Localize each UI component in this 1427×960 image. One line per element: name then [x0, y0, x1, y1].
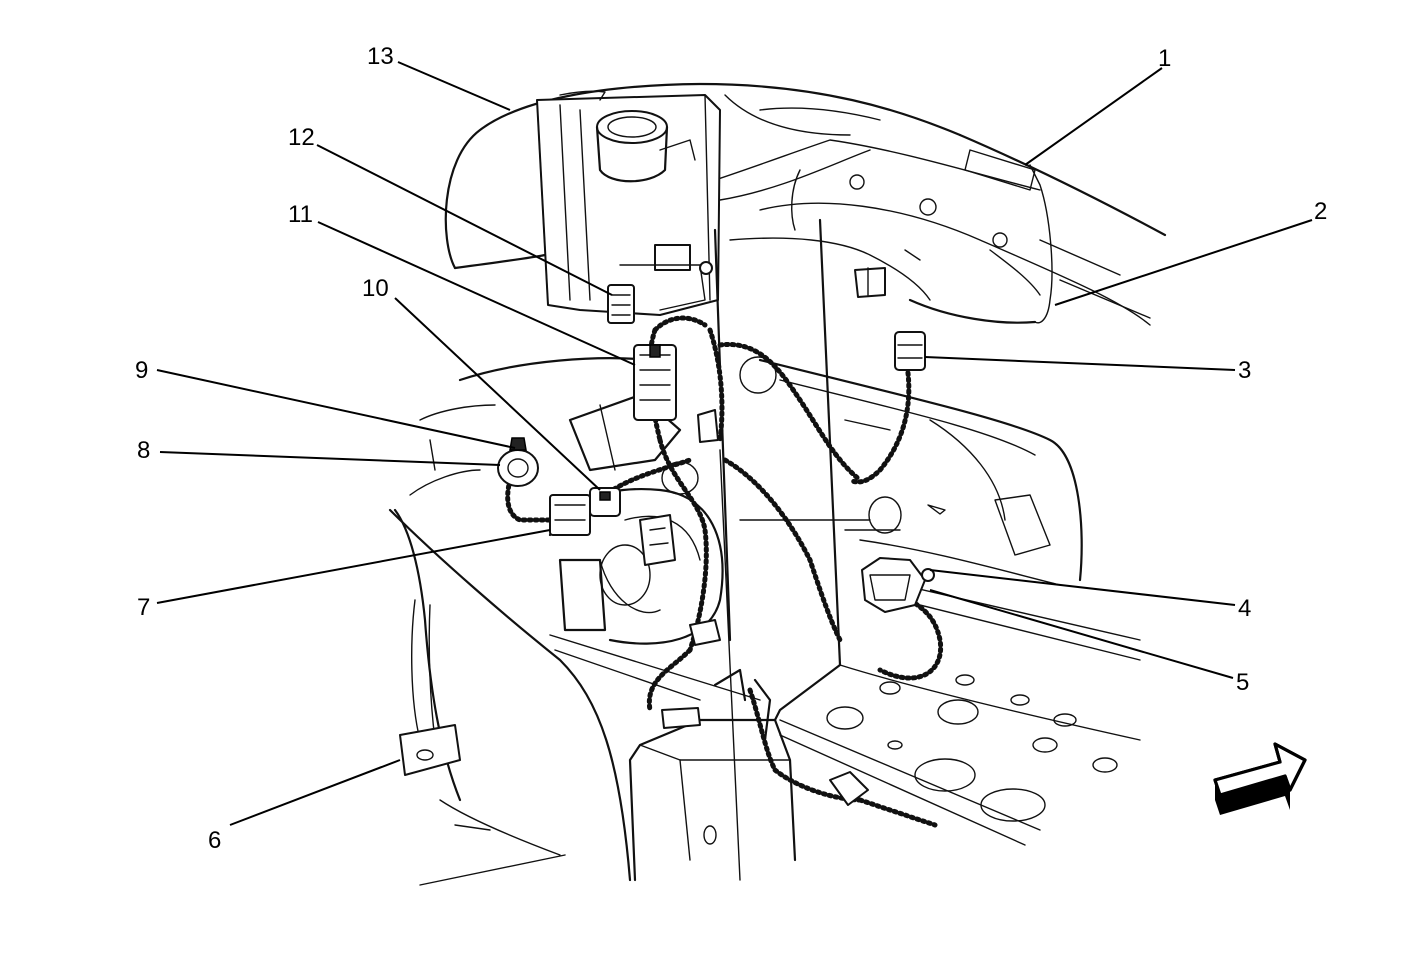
leader-2 [1054, 219, 1313, 306]
leader-4 [929, 569, 1236, 606]
callout-7: 7 [137, 594, 150, 621]
leader-3 [924, 356, 1236, 371]
wiring-harness [505, 315, 944, 828]
headlamp-housing [548, 393, 724, 645]
leader-6 [229, 759, 401, 826]
callout-4: 4 [1238, 595, 1251, 622]
fender-liner-outline [444, 82, 1167, 326]
upper-clip [854, 267, 886, 298]
connector-3 [894, 331, 926, 371]
callout-3: 3 [1238, 357, 1251, 384]
callout-11: 11 [288, 201, 313, 228]
callout-5: 5 [1236, 669, 1249, 696]
leader-1 [1024, 67, 1163, 166]
callout-8: 8 [137, 437, 150, 464]
leader-8 [159, 451, 501, 466]
leader-11 [317, 221, 636, 366]
forward-arrow-icon [1213, 742, 1307, 815]
coolant-reservoir [536, 90, 721, 316]
connector-10 [589, 487, 621, 517]
component-7 [549, 494, 591, 536]
callout-10: 10 [362, 275, 389, 302]
callout-6: 6 [208, 827, 221, 854]
leader-10 [394, 297, 601, 491]
leader-9 [156, 369, 516, 449]
callout-labels: 1 2 3 4 5 6 7 8 9 10 11 12 13 [135, 43, 1327, 854]
callout-1: 1 [1158, 45, 1171, 72]
loose-harness-ties [713, 668, 772, 742]
callout-13: 13 [367, 43, 394, 70]
engine-bay-floor [458, 249, 1141, 846]
harness-clip-lower [661, 409, 869, 806]
lamp-socket-center [639, 514, 676, 566]
leader-13 [397, 61, 511, 111]
callout-9: 9 [135, 357, 148, 384]
callout-12: 12 [288, 124, 315, 151]
lower-fender-structure [388, 404, 632, 886]
leader-12 [316, 144, 613, 296]
leader-7 [156, 529, 551, 604]
leader-lines [156, 61, 1313, 826]
connector-12 [607, 284, 635, 324]
component-4 [861, 557, 935, 613]
callout-2: 2 [1314, 198, 1327, 225]
connector-11 [633, 344, 677, 421]
leader-5 [929, 589, 1234, 679]
